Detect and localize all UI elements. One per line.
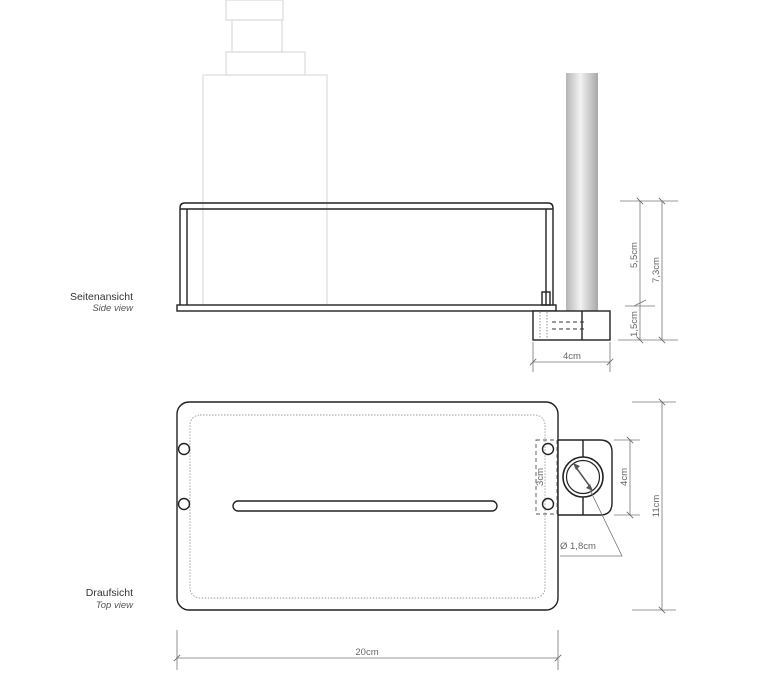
wall-pole [566,73,598,340]
side-view-clamp [532,310,611,341]
dim-4cm-depth: 4cm [619,468,630,486]
top-view-dimensions: Ø 1,8cm 3cm 4cm 11cm 20cm [173,398,676,670]
side-view-title-de: Seitenansicht [70,291,133,303]
dim-3cm: 3cm [535,468,546,486]
dim-1-5cm: 1,5cm [629,311,640,337]
top-view-title-de: Draufsicht [86,587,133,599]
dim-5-5cm: 5,5cm [629,242,640,268]
top-view-basket [176,401,559,611]
top-view-clamp [535,439,613,516]
dim-11cm: 11cm [651,495,662,518]
dim-4cm-width: 4cm [563,351,581,362]
side-view-basket [176,202,557,312]
dim-7-3cm: 7,3cm [651,257,662,283]
top-view-title-en: Top view [96,600,134,611]
side-view-dimensions: 5,5cm 7,3cm 1,5cm 4cm [529,197,678,372]
soap-dispenser-ghost [202,0,328,306]
side-view-title-en: Side view [92,303,134,314]
dim-diameter: Ø 1,8cm [560,541,596,552]
dim-20cm: 20cm [355,647,378,658]
